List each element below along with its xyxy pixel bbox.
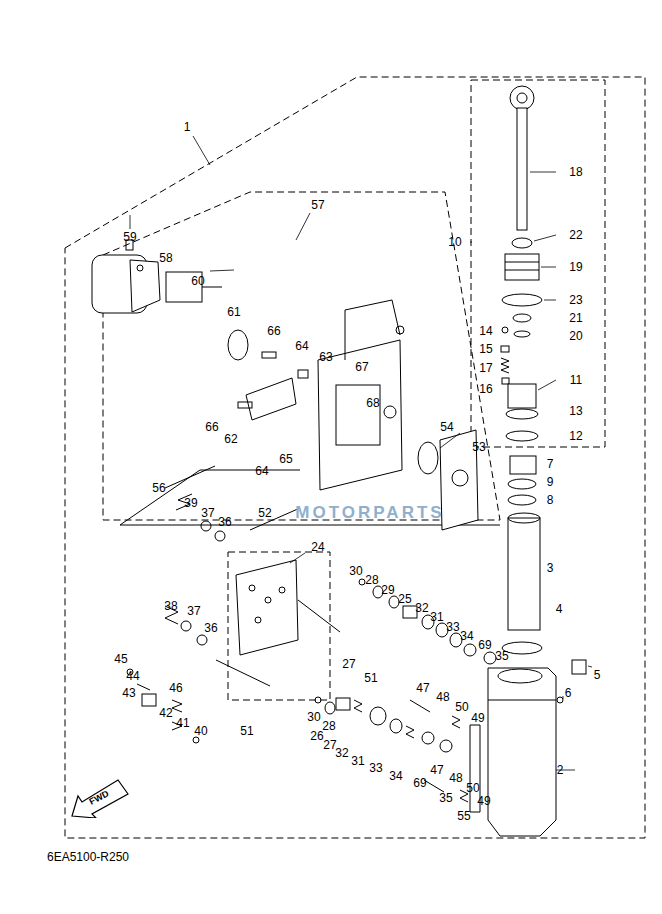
callout-number: 12 — [569, 429, 582, 443]
callout-number: 55 — [457, 809, 470, 823]
callout-number: 35 — [439, 791, 452, 805]
callout-number: 30 — [349, 564, 362, 578]
callout-number: 51 — [364, 671, 377, 685]
callout-number: 13 — [569, 404, 582, 418]
callout-number: 65 — [279, 452, 292, 466]
callout-number: 20 — [569, 329, 582, 343]
callout-number: 34 — [460, 629, 473, 643]
callout-number: 4 — [556, 602, 563, 616]
callout-number: 6 — [565, 686, 572, 700]
callout-number: 28 — [365, 573, 378, 587]
callout-number: 67 — [355, 360, 368, 374]
callout-number: 41 — [176, 716, 189, 730]
callout-number: 50 — [466, 781, 479, 795]
callout-number: 50 — [455, 700, 468, 714]
callout-number: 10 — [448, 235, 461, 249]
callout-number: 49 — [477, 794, 490, 808]
callout-number: 63 — [319, 350, 332, 364]
callout-number: 60 — [191, 274, 204, 288]
callout-number: 47 — [430, 763, 443, 777]
direction-arrow: FWD — [70, 778, 132, 818]
callout-number: 51 — [240, 724, 253, 738]
callout-number: 42 — [159, 706, 172, 720]
callout-number: 52 — [258, 506, 271, 520]
callout-number: 24 — [311, 540, 324, 554]
callout-number: 33 — [446, 620, 459, 634]
callout-number: 32 — [415, 601, 428, 615]
callout-number: 66 — [205, 420, 218, 434]
callout-number: 23 — [569, 293, 582, 307]
callout-number: 66 — [267, 324, 280, 338]
callout-number: 53 — [472, 440, 485, 454]
callout-number: 64 — [295, 339, 308, 353]
callout-number: 14 — [479, 324, 492, 338]
callout-number: 35 — [495, 649, 508, 663]
callout-number: 69 — [478, 638, 491, 652]
callout-number: 40 — [194, 724, 207, 738]
callout-number: 19 — [569, 260, 582, 274]
callout-number: 21 — [569, 311, 582, 325]
callout-number: 47 — [416, 681, 429, 695]
callout-number: 48 — [436, 690, 449, 704]
callout-number: 38 — [164, 599, 177, 613]
callout-number: 62 — [224, 432, 237, 446]
callout-number: 17 — [479, 361, 492, 375]
callout-number: 61 — [227, 305, 240, 319]
callout-number: 9 — [547, 475, 554, 489]
callout-number: 11 — [570, 373, 582, 387]
callout-number: 44 — [126, 669, 139, 683]
callout-number: 36 — [218, 515, 231, 529]
callout-number: 54 — [440, 420, 453, 434]
callout-number: 64 — [255, 464, 268, 478]
callout-number: 7 — [547, 457, 554, 471]
callout-number: 26 — [310, 729, 323, 743]
callout-number: 46 — [169, 681, 182, 695]
callout-number: 16 — [479, 382, 492, 396]
callout-number: 2 — [557, 763, 564, 777]
callout-number: 39 — [184, 496, 197, 510]
callout-number: 69 — [413, 776, 426, 790]
callout-number: 43 — [122, 686, 135, 700]
callout-number: 68 — [366, 396, 379, 410]
callout-number: 37 — [187, 604, 200, 618]
callout-number: 56 — [152, 481, 165, 495]
callout-number: 29 — [381, 583, 394, 597]
callout-number: 59 — [123, 230, 136, 244]
callout-number: 58 — [159, 251, 172, 265]
callout-number: 48 — [449, 771, 462, 785]
callout-number: 37 — [201, 506, 214, 520]
callout-number: 18 — [569, 165, 582, 179]
callout-number: 45 — [114, 652, 127, 666]
callout-number: 25 — [398, 592, 411, 606]
callout-number: 27 — [323, 738, 336, 752]
watermark: MOTORPARTS — [295, 506, 444, 520]
callout-number: 31 — [430, 610, 443, 624]
callout-number: 49 — [471, 711, 484, 725]
callout-number: 15 — [479, 342, 492, 356]
callout-number: 28 — [322, 719, 335, 733]
callout-number: 8 — [547, 493, 554, 507]
callout-number: 30 — [307, 710, 320, 724]
callout-number: 36 — [204, 621, 217, 635]
callout-number: 34 — [389, 769, 402, 783]
callout-number: 22 — [569, 228, 582, 242]
callout-number: 5 — [594, 668, 601, 682]
callout-number: 3 — [547, 561, 554, 575]
diagram-code: 6EA5100-R250 — [47, 850, 129, 864]
callout-number: 57 — [311, 198, 324, 212]
callout-number: 1 — [184, 120, 191, 134]
callout-number: 33 — [369, 761, 382, 775]
callout-number: 27 — [342, 657, 355, 671]
callout-number: 32 — [335, 746, 348, 760]
callout-number: 31 — [351, 754, 364, 768]
